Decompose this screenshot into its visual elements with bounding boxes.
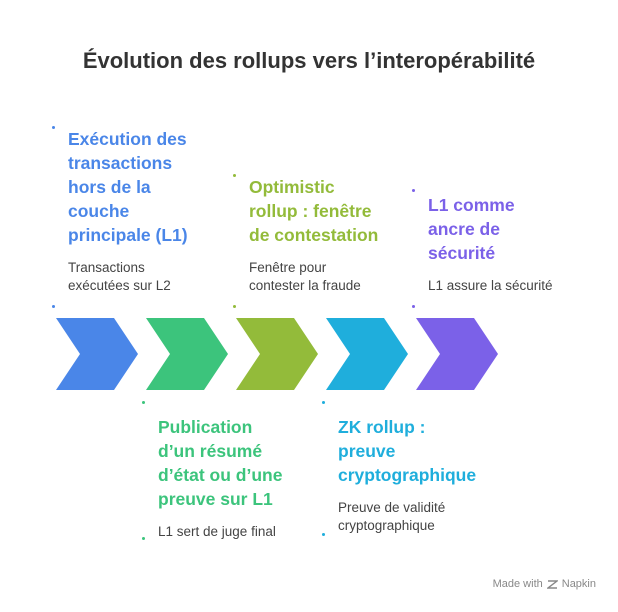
- step-5-dot-top: [412, 189, 415, 192]
- step-2-desc-line: L1 sert de juge final: [158, 524, 276, 539]
- step-4-title-line: ZK rollup :: [338, 417, 426, 437]
- step-3-dot-top: [233, 174, 236, 177]
- footer-brand: Napkin: [561, 578, 596, 590]
- chevron-arrow-step-5: [416, 318, 498, 390]
- napkin-logo-icon: [546, 579, 558, 589]
- step-3-title-line: de contestation: [249, 225, 379, 245]
- step-4-title-line: cryptographique: [338, 465, 477, 485]
- step-5-desc: L1 assure la sécurité: [428, 277, 553, 295]
- step-5-desc-line: L1 assure la sécurité: [428, 278, 553, 293]
- step-1-title-line: couche: [68, 201, 130, 221]
- step-1-dot-top: [52, 126, 55, 129]
- step-3-title: Optimistic rollup : fenêtre de contestat…: [249, 175, 378, 247]
- step-5-title-line: ancre de: [428, 219, 500, 239]
- step-4-dot-bottom: [322, 533, 325, 536]
- step-5-title: L1 comme ancre de sécurité: [428, 193, 515, 265]
- step-1-title-line: hors de la: [68, 177, 151, 197]
- step-2-title-line: Publication: [158, 417, 253, 437]
- step-3-title-line: Optimistic: [249, 177, 335, 197]
- step-1-title-line: principale (L1): [68, 225, 188, 245]
- chevron-arrow-step-3: [236, 318, 318, 390]
- step-2-title-line: d’état ou d’une: [158, 465, 283, 485]
- step-3-desc-line: contester la fraude: [249, 278, 361, 293]
- step-2-title-line: d’un résumé: [158, 441, 263, 461]
- step-4-dot-top: [322, 401, 325, 404]
- step-3-dot-bottom: [233, 305, 236, 308]
- step-1-title: Exécution des transactions hors de la co…: [68, 127, 188, 247]
- step-5-title-line: L1 comme: [428, 195, 515, 215]
- step-1-title-line: transactions: [68, 153, 173, 173]
- step-4-desc-line: Preuve de validité: [338, 500, 446, 515]
- chevron-arrow-step-1: [56, 318, 138, 390]
- step-2-desc: L1 sert de juge final: [158, 523, 276, 541]
- step-4-desc-line: cryptographique: [338, 518, 435, 533]
- step-3-desc: Fenêtre pour contester la fraude: [249, 259, 361, 295]
- step-4-desc: Preuve de validité cryptographique: [338, 499, 445, 535]
- step-2-title-line: preuve sur L1: [158, 489, 273, 509]
- step-1-desc-line: Transactions: [68, 260, 145, 275]
- step-1-desc-line: exécutées sur L2: [68, 278, 171, 293]
- step-1-dot-bottom: [52, 305, 55, 308]
- step-1-title-line: Exécution des: [68, 129, 187, 149]
- step-5-dot-bottom: [412, 305, 415, 308]
- made-with-napkin: Made with Napkin: [493, 578, 596, 590]
- step-2-dot-top: [142, 401, 145, 404]
- step-4-title: ZK rollup : preuve cryptographique: [338, 415, 476, 487]
- step-2-title: Publication d’un résumé d’état ou d’une …: [158, 415, 282, 511]
- footer-made-with: Made with: [492, 578, 543, 590]
- page-title: Évolution des rollups vers l’interopérab…: [82, 48, 536, 73]
- chevron-arrow-step-2: [146, 318, 228, 390]
- step-4-title-line: preuve: [338, 441, 396, 461]
- step-3-title-line: rollup : fenêtre: [249, 201, 372, 221]
- chevron-arrow-step-4: [326, 318, 408, 390]
- step-2-dot-bottom: [142, 537, 145, 540]
- step-1-desc: Transactions exécutées sur L2: [68, 259, 171, 295]
- step-5-title-line: sécurité: [428, 243, 496, 263]
- step-3-desc-line: Fenêtre pour: [249, 260, 327, 275]
